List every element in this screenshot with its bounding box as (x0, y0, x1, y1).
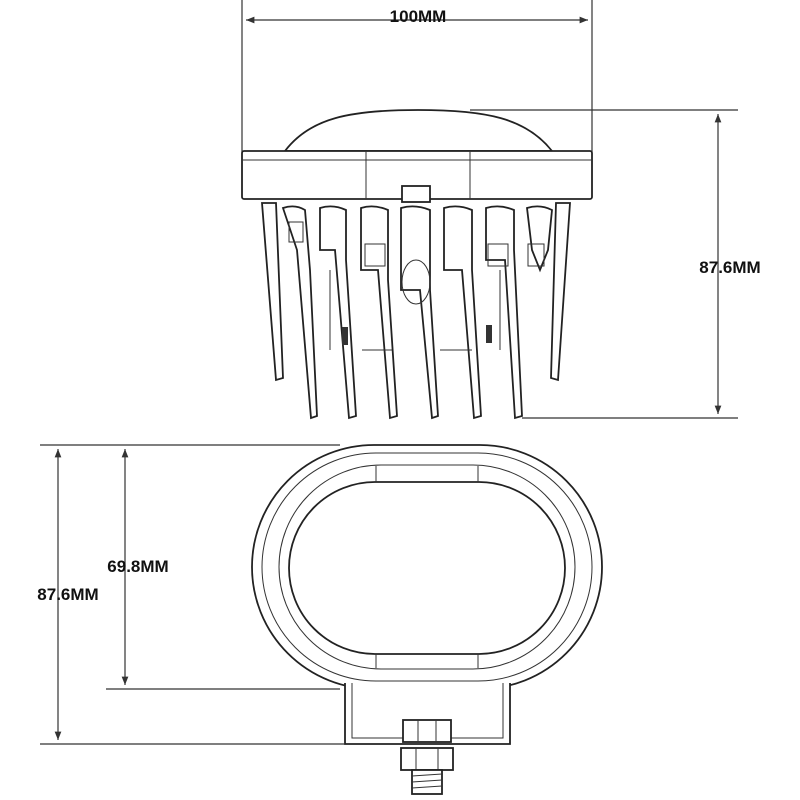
front-inner-height-label: 69.8MM (107, 557, 168, 576)
reflector-ring (278, 464, 576, 670)
width-dimension: 100MM (241, 0, 593, 152)
heat-sink-fins (261, 202, 571, 420)
front-inner-height-dimension: 69.8MM (106, 444, 340, 690)
mounting-bolt (400, 719, 454, 795)
connector-right (486, 325, 492, 343)
front-view: 69.8MM 87.6MM (37, 444, 603, 795)
width-dimension-label: 100MM (390, 7, 447, 26)
side-view: 100MM (241, 0, 761, 420)
front-total-height-dimension: 87.6MM (37, 444, 345, 745)
housing-bolt (401, 185, 431, 203)
side-height-dimension: 87.6MM (470, 109, 761, 419)
side-height-label: 87.6MM (699, 258, 760, 277)
dome-lens (283, 109, 554, 152)
front-lens (288, 481, 566, 655)
front-total-height-label: 87.6MM (37, 585, 98, 604)
connector-left (342, 327, 348, 345)
